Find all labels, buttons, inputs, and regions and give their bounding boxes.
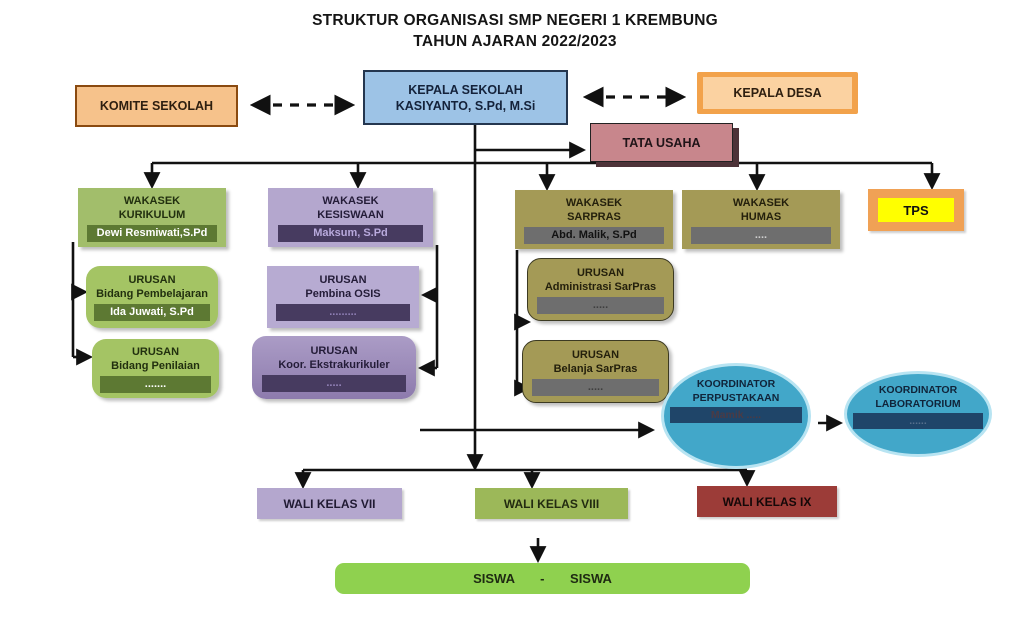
urusan-adm-line1: URUSAN (576, 266, 625, 279)
urusan-belanja-person: ..... (531, 378, 660, 396)
wakasek-kurikulum-line2: KURIKULUM (118, 208, 186, 221)
koordinator-perpustakaan-line1: KOORDINATOR (696, 378, 776, 390)
node-wakasek-kurikulum: WAKASEK KURIKULUM Dewi Resmiwati,S.Pd (78, 188, 226, 247)
node-urusan-belanja-sarpras: URUSAN Belanja SarPras ..... (522, 340, 669, 403)
urusan-osis-line1: URUSAN (319, 274, 367, 286)
urusan-adm-line2: Administrasi SarPras (544, 280, 657, 293)
koordinator-laboratorium-person: ...... (852, 413, 984, 429)
node-wali-kelas-viii: WALI KELAS VIII (475, 488, 628, 519)
node-wakasek-sarpras: WAKASEK SARPRAS Abd. Malik, S.Pd (515, 190, 673, 249)
koordinator-laboratorium-line2: LABORATORIUM (875, 397, 961, 410)
wakasek-kesiswaan-line1: WAKASEK (322, 194, 379, 207)
chart-title-line2: TAHUN AJARAN 2022/2023 (413, 33, 617, 50)
urusan-penilaian-line1: URUSAN (131, 345, 180, 358)
urusan-belanja-line1: URUSAN (571, 348, 620, 361)
wakasek-sarpras-line1: WAKASEK (565, 196, 623, 209)
urusan-ekskul-line1: URUSAN (310, 344, 358, 357)
urusan-pembelajaran-line2: Bidang Pembelajaran (96, 288, 208, 300)
urusan-penilaian-line2: Bidang Penilaian (111, 359, 200, 372)
node-urusan-penilaian: URUSAN Bidang Penilaian ....... (92, 339, 219, 398)
wakasek-kurikulum-line1: WAKASEK (123, 194, 181, 207)
komite-label: KOMITE SEKOLAH (99, 99, 214, 113)
wakasek-sarpras-line2: SARPRAS (567, 210, 621, 223)
urusan-osis-person: ......... (276, 304, 410, 321)
kepala-desa-label: KEPALA DESA (703, 77, 852, 109)
chart-title: STRUKTUR ORGANISASI SMP NEGERI 1 KREMBUN… (0, 10, 1030, 52)
wakasek-humas-line1: WAKASEK (732, 196, 790, 209)
tata-usaha-label: TATA USAHA (622, 135, 701, 150)
urusan-pembelajaran-person: Ida Juwati, S.Pd (93, 304, 211, 321)
node-tps: TPS (868, 189, 964, 231)
node-tata-usaha: TATA USAHA (590, 123, 733, 162)
wali-kelas-ix-label: WALI KELAS IX (722, 494, 812, 509)
wakasek-kurikulum-person: Dewi Resmiwati,S.Pd (86, 224, 218, 242)
wakasek-kesiswaan-line2: KESISWAAN (317, 208, 384, 221)
node-wakasek-humas: WAKASEK HUMAS .... (682, 190, 840, 249)
kepala-sekolah-title: KEPALA SEKOLAH (408, 82, 523, 97)
koordinator-perpustakaan-person: Mamik ..... (669, 407, 803, 423)
siswa-label: SISWA - SISWA (473, 571, 612, 586)
koordinator-laboratorium-line1: KOORDINATOR (878, 384, 958, 396)
wakasek-humas-person: .... (691, 226, 831, 244)
node-urusan-administrasi-sarpras: URUSAN Administrasi SarPras ..... (527, 258, 674, 321)
kepala-sekolah-name: KASIYANTO, S.Pd, M.Si (395, 98, 536, 113)
node-urusan-pembelajaran: URUSAN Bidang Pembelajaran Ida Juwati, S… (86, 266, 218, 328)
urusan-belanja-line2: Belanja SarPras (553, 362, 638, 375)
node-wakasek-kesiswaan: WAKASEK KESISWAAN Maksum, S.Pd (268, 188, 433, 247)
node-komite-sekolah: KOMITE SEKOLAH (75, 85, 238, 127)
node-urusan-pembina-osis: URUSAN Pembina OSIS ......... (267, 266, 419, 328)
koordinator-perpustakaan-line2: PERPUSTAKAAN (692, 391, 780, 404)
node-kepala-sekolah: KEPALA SEKOLAH KASIYANTO, S.Pd, M.Si (363, 70, 568, 125)
wakasek-humas-line2: HUMAS (740, 210, 782, 223)
node-koordinator-perpustakaan: KOORDINATOR PERPUSTAKAAN Mamik ..... (661, 363, 811, 469)
urusan-ekskul-person: ..... (261, 374, 407, 392)
urusan-penilaian-person: ....... (99, 375, 212, 393)
node-koordinator-laboratorium: KOORDINATOR LABORATORIUM ...... (844, 371, 992, 457)
chart-title-line1: STRUKTUR ORGANISASI SMP NEGERI 1 KREMBUN… (312, 12, 718, 29)
wakasek-kesiswaan-person: Maksum, S.Pd (277, 224, 424, 242)
node-siswa: SISWA - SISWA (335, 563, 750, 594)
urusan-ekskul-line2: Koor. Ekstrakurikuler (278, 358, 390, 371)
node-wali-kelas-ix: WALI KELAS IX (697, 486, 837, 517)
wali-kelas-vii-label: WALI KELAS VII (283, 496, 376, 511)
urusan-adm-person: ..... (536, 296, 665, 314)
tps-label: TPS (878, 198, 954, 222)
urusan-osis-line2: Pembina OSIS (305, 288, 381, 300)
wali-kelas-viii-label: WALI KELAS VIII (503, 496, 600, 511)
node-wali-kelas-vii: WALI KELAS VII (257, 488, 402, 519)
node-urusan-ekstrakurikuler: URUSAN Koor. Ekstrakurikuler ..... (252, 336, 416, 399)
urusan-pembelajaran-line1: URUSAN (128, 274, 176, 286)
node-kepala-desa: KEPALA DESA (697, 72, 858, 114)
wakasek-sarpras-person: Abd. Malik, S.Pd (524, 226, 664, 244)
